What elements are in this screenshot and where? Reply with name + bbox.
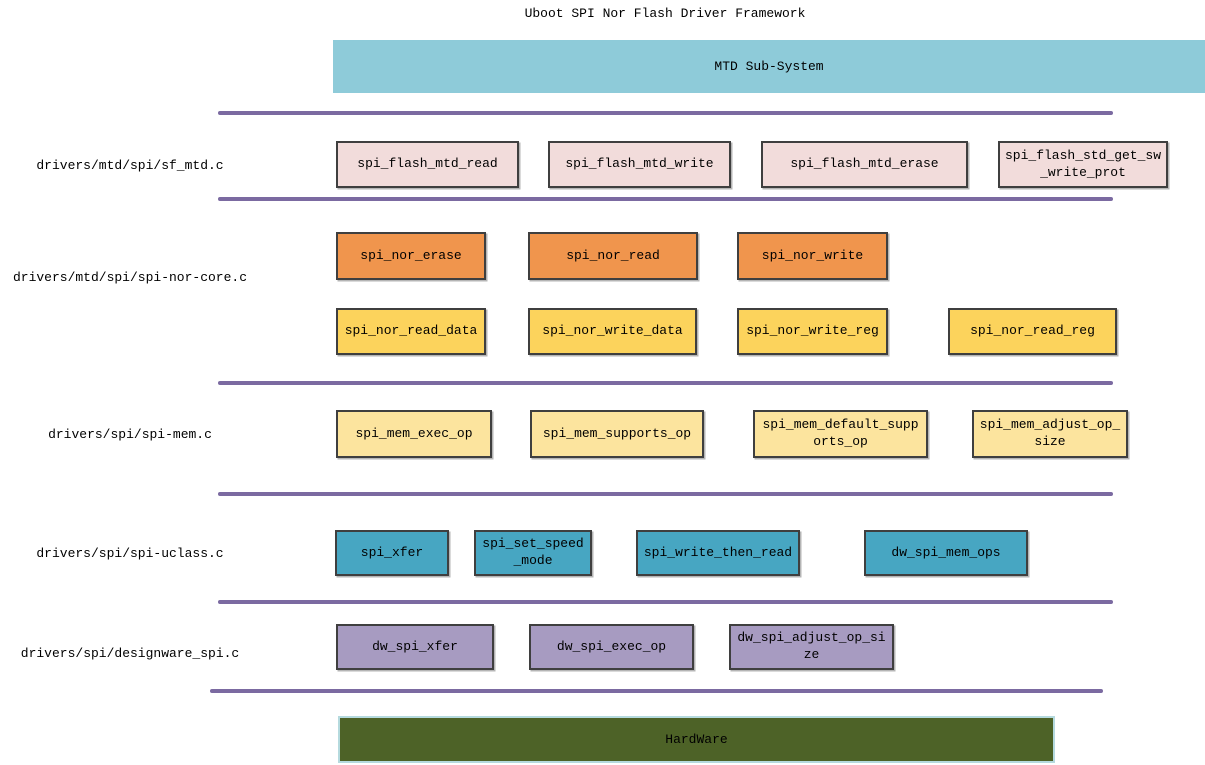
box-spi-mem-exec-op: spi_mem_exec_op	[336, 410, 492, 458]
box-spi-nor-read: spi_nor_read	[528, 232, 698, 280]
box-spi-nor-write: spi_nor_write	[737, 232, 888, 280]
box-spi-flash-mtd-erase: spi_flash_mtd_erase	[761, 141, 968, 188]
box-spi-mem-adjust-op-size: spi_mem_adjust_op_size	[972, 410, 1128, 458]
box-spi-flash-mtd-read: spi_flash_mtd_read	[336, 141, 519, 188]
mtd-subsystem-bar: MTD Sub-System	[333, 40, 1205, 93]
box-spi-flash-mtd-write: spi_flash_mtd_write	[548, 141, 731, 188]
box-dw-spi-xfer: dw_spi_xfer	[336, 624, 494, 670]
box-dw-spi-exec-op: dw_spi_exec_op	[529, 624, 694, 670]
divider-6	[210, 689, 1103, 693]
box-spi-write-then-read: spi_write_then_read	[636, 530, 800, 576]
hardware-bar: HardWare	[338, 716, 1055, 763]
box-dw-spi-adjust-op-size: dw_spi_adjust_op_size	[729, 624, 894, 670]
divider-2	[218, 197, 1113, 201]
layer-label-spi-mem: drivers/spi/spi-mem.c	[48, 427, 212, 442]
box-spi-nor-write-data: spi_nor_write_data	[528, 308, 697, 355]
layer-label-spi-uclass: drivers/spi/spi-uclass.c	[36, 546, 224, 561]
box-spi-nor-read-reg: spi_nor_read_reg	[948, 308, 1117, 355]
layer-label-sf-mtd: drivers/mtd/spi/sf_mtd.c	[36, 158, 224, 173]
page-title: Uboot SPI Nor Flash Driver Framework	[524, 6, 806, 21]
hardware-label: HardWare	[665, 732, 728, 747]
box-spi-nor-write-reg: spi_nor_write_reg	[737, 308, 888, 355]
mtd-subsystem-label: MTD Sub-System	[714, 59, 824, 74]
box-spi-nor-read-data: spi_nor_read_data	[336, 308, 486, 355]
divider-5	[218, 600, 1113, 604]
divider-3	[218, 381, 1113, 385]
box-spi-nor-erase: spi_nor_erase	[336, 232, 486, 280]
layer-label-spi-nor-core: drivers/mtd/spi/spi-nor-core.c	[12, 270, 248, 285]
box-spi-mem-supports-op: spi_mem_supports_op	[530, 410, 704, 458]
box-dw-spi-mem-ops: dw_spi_mem_ops	[864, 530, 1028, 576]
divider-1	[218, 111, 1113, 115]
box-spi-flash-std-get-sw-write-prot: spi_flash_std_get_sw_write_prot	[998, 141, 1168, 188]
layer-label-designware-spi: drivers/spi/designware_spi.c	[20, 646, 240, 661]
box-spi-set-speed-mode: spi_set_speed_mode	[474, 530, 592, 576]
divider-4	[218, 492, 1113, 496]
box-spi-xfer: spi_xfer	[335, 530, 449, 576]
box-spi-mem-default-supports-op: spi_mem_default_supports_op	[753, 410, 928, 458]
